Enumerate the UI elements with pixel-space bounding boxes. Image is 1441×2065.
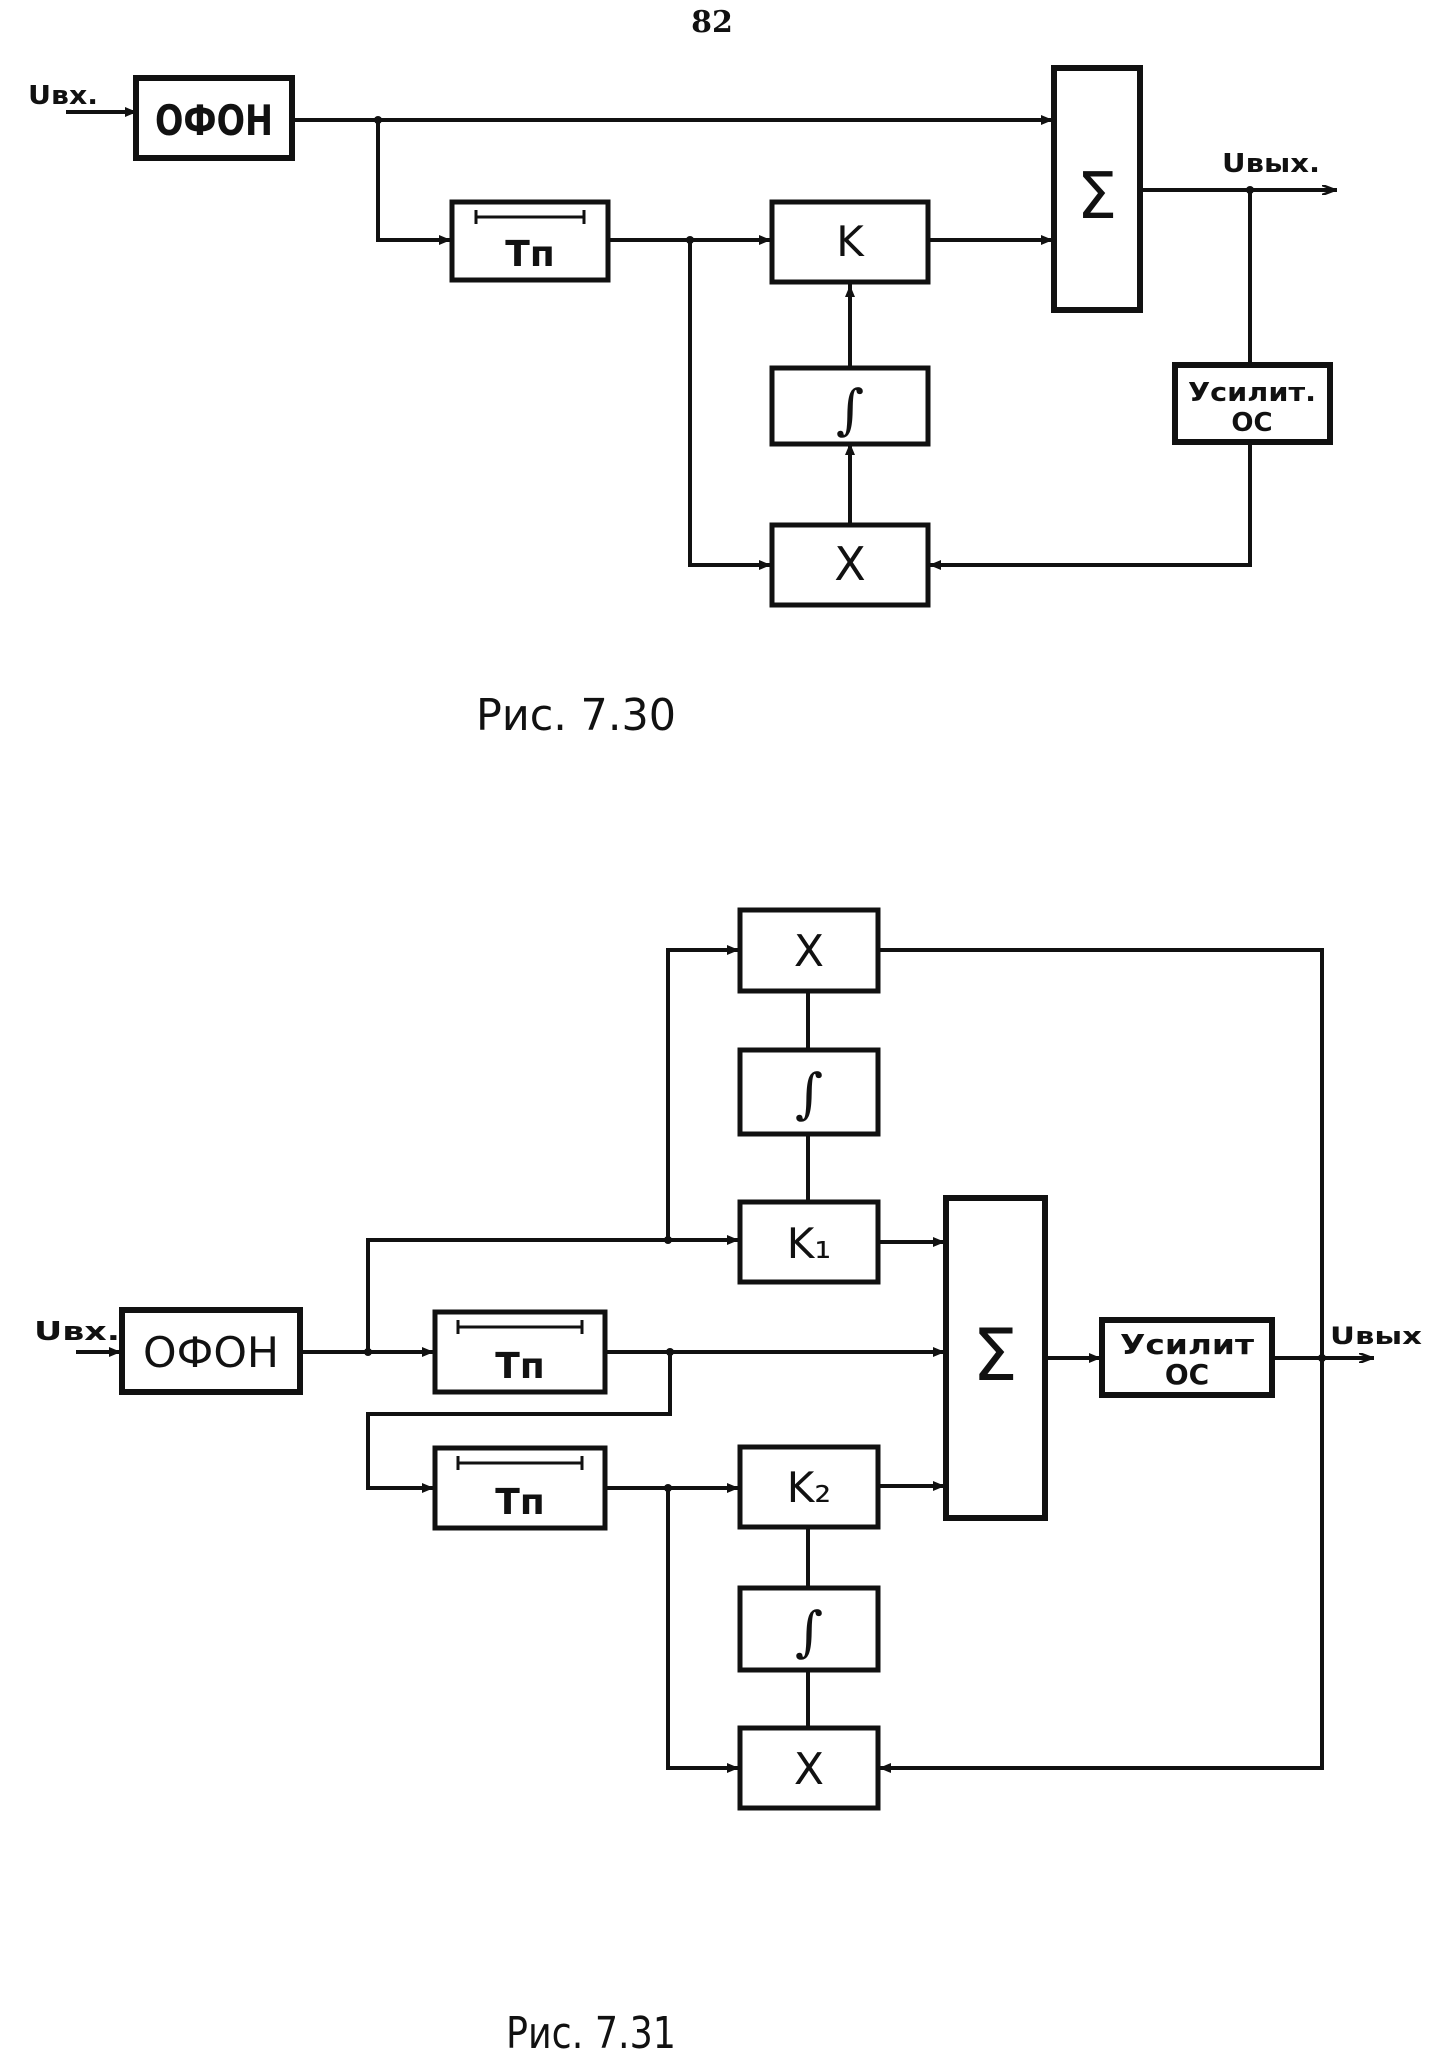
fig2-wire-to-top-multiplier (666, 945, 740, 1242)
fig2-feedback-amp-block: Усилит ОС (1099, 1317, 1275, 1398)
fig1-junction (1246, 186, 1254, 194)
fig2-ofon-label: ОФОН (143, 1328, 279, 1377)
fig1-ofon-label: ОФОН (155, 96, 273, 145)
fig2-multiplier-bottom-block: X (737, 1725, 881, 1811)
fig1-integrator-block: ∫ (769, 365, 931, 447)
fig2-integrator-bottom-label: ∫ (795, 1600, 823, 1663)
fig1-gain-label: K (836, 217, 865, 266)
fig2-feedback-amp-label-2: ОС (1165, 1358, 1209, 1391)
fig2-wire-top-branch (366, 1235, 740, 1354)
fig2-output-label: Uвых (1330, 1322, 1423, 1350)
fig2-caption: Рис. 7.31 (506, 2008, 676, 2059)
fig1-wire-to-multiplier (688, 238, 772, 570)
fig2-wire-feedback-loop (876, 948, 1324, 1360)
fig2-integrator-top-label: ∫ (795, 1062, 823, 1125)
fig2-wire-to-bottom-multiplier (666, 1486, 740, 1773)
fig1-integrator-label: ∫ (836, 378, 864, 441)
fig2-summer-block: Σ (943, 1195, 1048, 1521)
fig1-caption: Рис. 7.30 (476, 690, 676, 741)
fig2-gain-2-block: K₂ (737, 1444, 881, 1530)
fig2-multiplier-top-label: X (794, 926, 824, 977)
fig2-feedback-amp-label-1: Усилит (1120, 1328, 1255, 1361)
fig1-wire-feedback-amp-to-multiplier (928, 440, 1252, 570)
fig2-delay-1-label: Тп (495, 1346, 544, 1387)
figure-7-31: Uвх. Uвых ОФОН X ∫ K₁ Тп (34, 907, 1423, 2059)
fig2-multiplier-bottom-label: X (794, 1744, 824, 1795)
fig2-junction (664, 1236, 672, 1244)
fig1-junction (374, 116, 382, 124)
fig2-gain-1-block: K₁ (737, 1199, 881, 1285)
fig1-summer-label: Σ (1077, 160, 1117, 234)
fig2-junction (1318, 1354, 1326, 1362)
fig2-wires (76, 945, 1374, 1773)
fig2-junction (666, 1348, 674, 1356)
fig2-delay-2-block: Тп (432, 1445, 608, 1531)
fig2-multiplier-top-block: X (737, 907, 881, 994)
fig1-feedback-amp-label-1: Усилит. (1188, 378, 1316, 408)
figure-7-30: Uвх. Uвых. ОФОН Тп K ∫ X (28, 65, 1337, 741)
fig1-gain-block: K (769, 199, 931, 285)
fig2-wire-feedback-to-bottom-multiplier (878, 1356, 1324, 1773)
fig2-delay-1-block: Тп (432, 1309, 608, 1395)
fig2-gain-2-label: K₂ (787, 1463, 831, 1512)
fig1-output-label: Uвых. (1222, 149, 1320, 179)
fig1-ofon-block: ОФОН (133, 75, 295, 161)
fig1-multiplier-label: X (834, 537, 866, 591)
fig1-delay-block: Тп (449, 199, 611, 283)
fig2-delay-2-label: Тп (495, 1482, 544, 1523)
fig2-junction (364, 1348, 372, 1356)
fig1-feedback-amp-block: Усилит. ОС (1172, 362, 1333, 445)
fig2-gain-1-label: K₁ (787, 1219, 831, 1268)
fig2-integrator-top-block: ∫ (737, 1047, 881, 1137)
fig1-input-label: Uвх. (28, 81, 98, 111)
page-number: 82 (691, 5, 733, 40)
fig2-summer-label: Σ (972, 1313, 1018, 1397)
fig1-wires (66, 107, 1337, 570)
fig1-junction (686, 236, 694, 244)
fig1-wire-to-delay (376, 118, 452, 245)
fig2-junction (664, 1484, 672, 1492)
fig2-integrator-bottom-block: ∫ (737, 1585, 881, 1673)
fig1-feedback-amp-label-2: ОС (1231, 408, 1272, 438)
fig2-wire-delay1-to-delay2 (366, 1350, 672, 1493)
fig1-delay-label: Тп (505, 234, 554, 275)
fig1-multiplier-block: X (769, 522, 931, 608)
fig2-ofon-block: ОФОН (119, 1307, 303, 1395)
fig1-summer-block: Σ (1051, 65, 1143, 313)
fig2-input-label: Uвх. (34, 1317, 120, 1347)
